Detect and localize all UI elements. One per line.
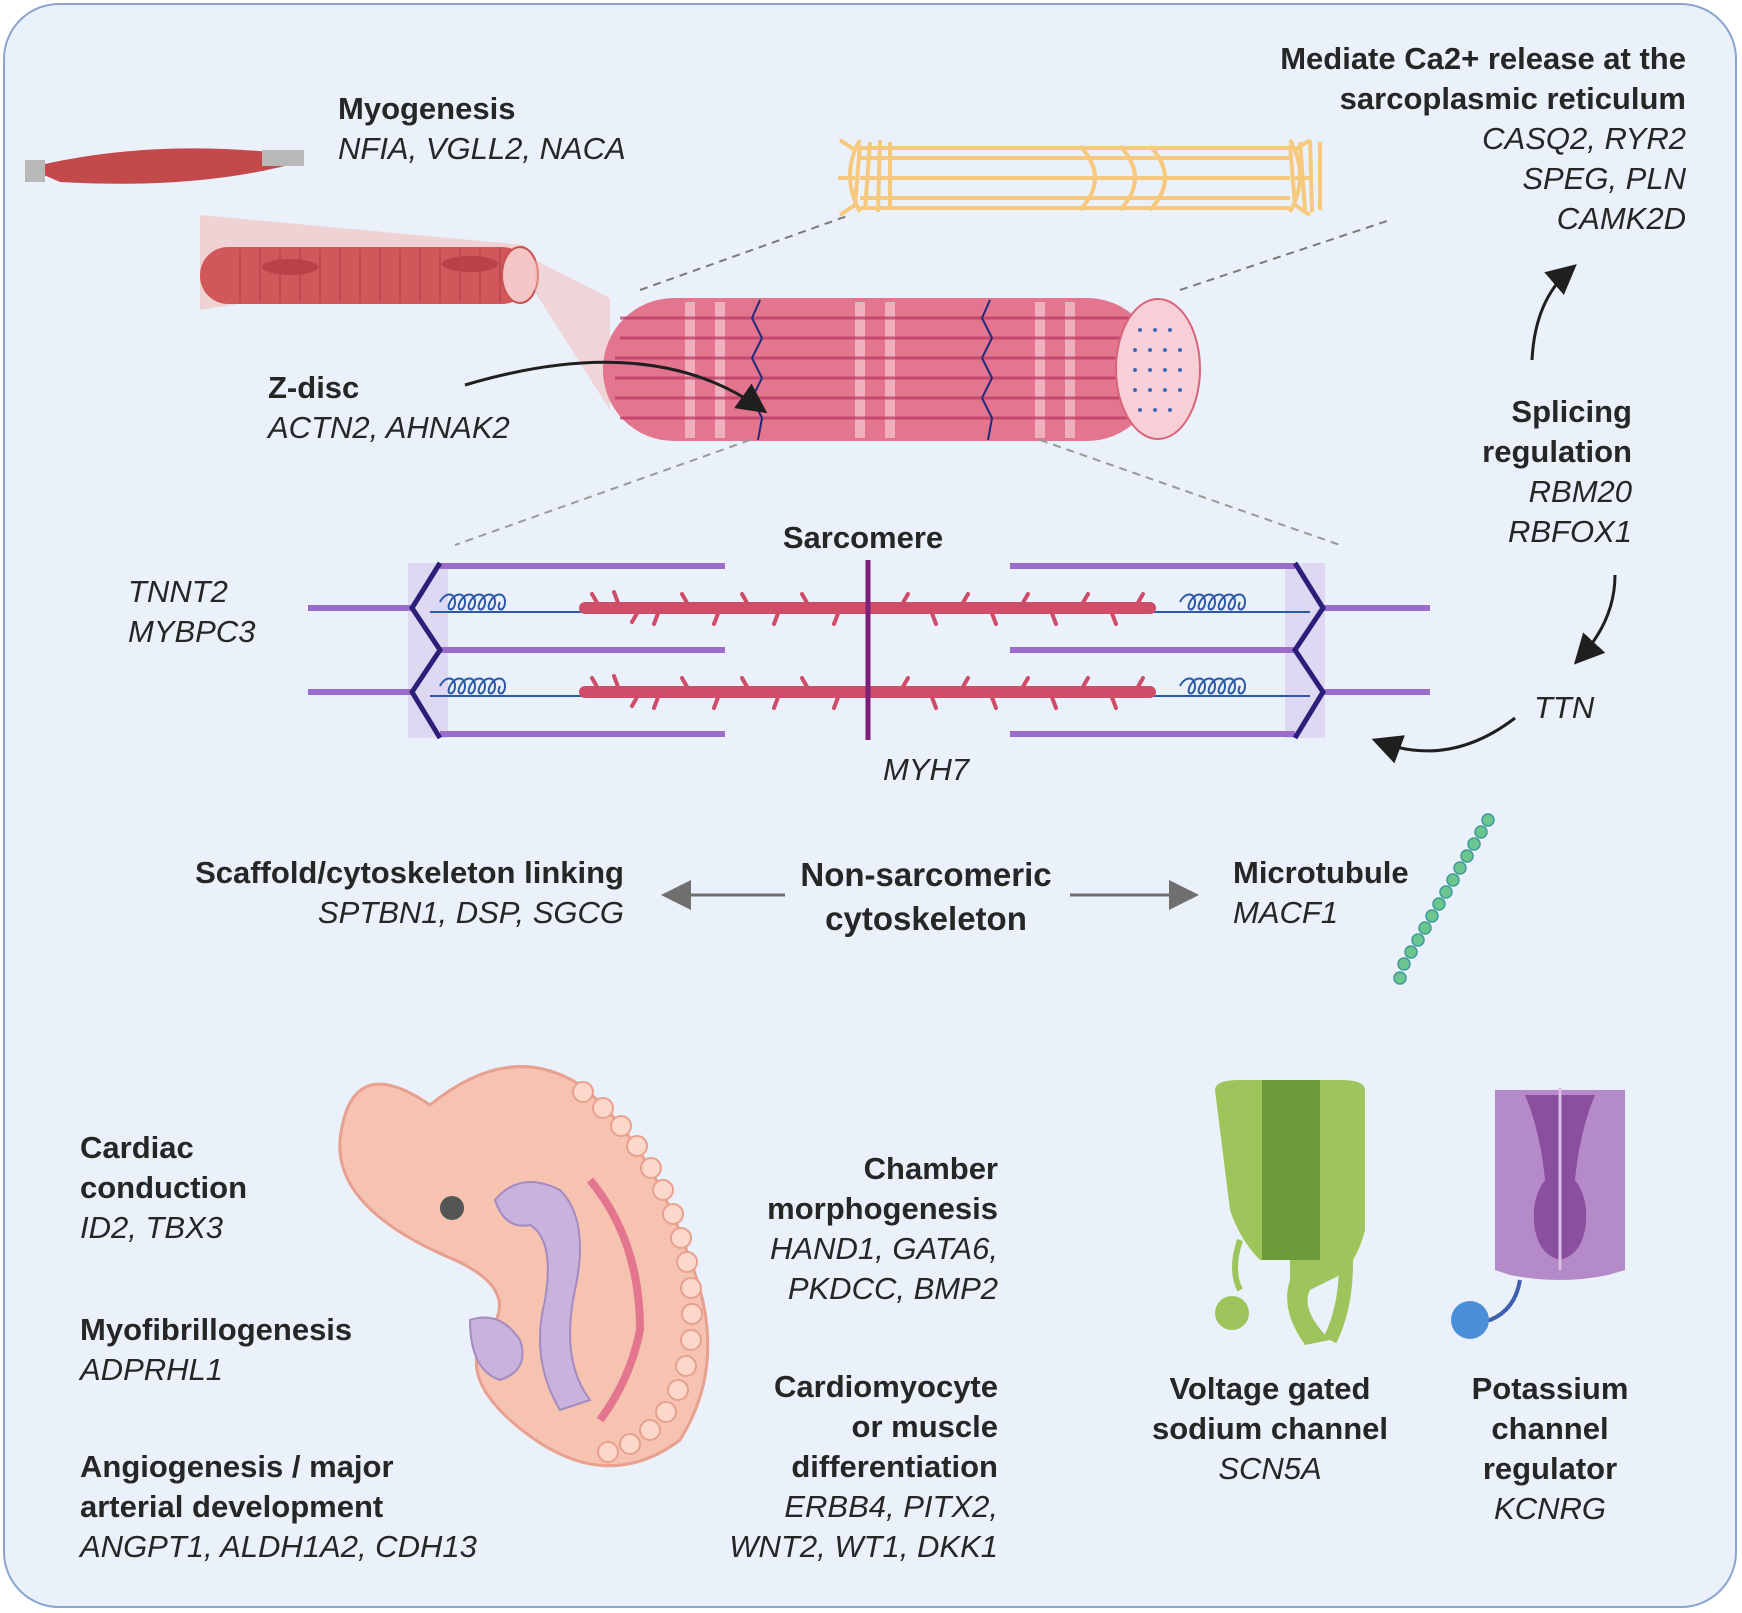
label-cardiac-conduction: Cardiac conduction ID2, TBX3 bbox=[80, 1128, 247, 1248]
sodium-channel-title: Voltage gated sodium channel bbox=[1152, 1371, 1388, 1446]
sarcoplasmic-reticulum-icon bbox=[838, 138, 1322, 217]
chamber-genes: HAND1, GATA6, PKDCC, BMP2 bbox=[770, 1231, 998, 1306]
label-myofibrillogenesis: Myofibrillogenesis ADPRHL1 bbox=[80, 1310, 352, 1390]
microtubule-title: Microtubule bbox=[1233, 855, 1409, 890]
potassium-channel-title: Potassium channel regulator bbox=[1471, 1371, 1629, 1486]
label-cardiomyocyte: Cardiomyocyte or muscle differentiation … bbox=[698, 1367, 998, 1567]
scaffold-genes: SPTBN1, DSP, SGCG bbox=[317, 895, 624, 930]
ca-release-genes: CASQ2, RYR2 SPEG, PLN CAMK2D bbox=[1482, 121, 1686, 236]
cardiac-conduction-genes: ID2, TBX3 bbox=[80, 1210, 223, 1245]
myh7-gene: MYH7 bbox=[883, 752, 970, 787]
embryo-icon bbox=[338, 1065, 710, 1468]
zdisc-title: Z-disc bbox=[268, 370, 360, 405]
label-myogenesis: Myogenesis NFIA, VGLL2, NACA bbox=[338, 89, 626, 169]
myofibril-icon bbox=[603, 298, 1201, 441]
potassium-channel-genes: KCNRG bbox=[1494, 1491, 1606, 1526]
label-sodium-channel: Voltage gated sodium channel SCN5A bbox=[1120, 1369, 1420, 1489]
label-ttn: TTN bbox=[1534, 688, 1594, 728]
angiogenesis-genes: ANGPT1, ALDH1A2, CDH13 bbox=[80, 1529, 477, 1564]
sarcomere-icon bbox=[308, 560, 1430, 740]
sodium-channel-icon bbox=[1215, 1080, 1365, 1345]
chamber-title: Chamber morphogenesis bbox=[767, 1151, 998, 1226]
label-sarcomere-genes: TNNT2 MYBPC3 bbox=[128, 572, 255, 652]
microtubule-genes: MACF1 bbox=[1233, 895, 1339, 930]
sarcomere-title: Sarcomere bbox=[782, 520, 944, 555]
myogenesis-genes: NFIA, VGLL2, NACA bbox=[338, 131, 626, 166]
splicing-title: Splicing regulation bbox=[1482, 394, 1632, 469]
myofibrillogenesis-title: Myofibrillogenesis bbox=[80, 1312, 353, 1347]
cardiomyocyte-genes: ERBB4, PITX2, WNT2, WT1, DKK1 bbox=[729, 1489, 998, 1564]
nonsarcomeric-title: Non-sarcomeric cytoskeleton bbox=[800, 856, 1052, 937]
potassium-channel-icon bbox=[1451, 1088, 1625, 1339]
muscle-fiber-icon bbox=[200, 246, 610, 410]
sodium-channel-genes: SCN5A bbox=[1218, 1451, 1322, 1486]
label-scaffold: Scaffold/cytoskeleton linking SPTBN1, DS… bbox=[104, 853, 624, 933]
ttn-gene: TTN bbox=[1534, 690, 1595, 725]
label-chamber: Chamber morphogenesis HAND1, GATA6, PKDC… bbox=[698, 1149, 998, 1309]
sarcomere-genes: TNNT2 MYBPC3 bbox=[128, 574, 256, 649]
zdisc-genes: ACTN2, AHNAK2 bbox=[268, 410, 510, 445]
microtubule-icon bbox=[1393, 813, 1495, 985]
scaffold-title: Scaffold/cytoskeleton linking bbox=[195, 855, 624, 890]
label-ca-release: Mediate Ca2+ release at the sarcoplasmic… bbox=[1166, 39, 1686, 239]
cardiomyocyte-title: Cardiomyocyte or muscle differentiation bbox=[774, 1369, 998, 1484]
splicing-genes: RBM20 RBFOX1 bbox=[1507, 474, 1632, 549]
label-splicing: Splicing regulation RBM20 RBFOX1 bbox=[1392, 392, 1632, 552]
angiogenesis-title: Angiogenesis / major arterial developmen… bbox=[80, 1449, 394, 1524]
myofibrillogenesis-genes: ADPRHL1 bbox=[80, 1352, 223, 1387]
label-microtubule: Microtubule MACF1 bbox=[1233, 853, 1409, 933]
label-nonsarcomeric: Non-sarcomeric cytoskeleton bbox=[776, 853, 1076, 941]
label-myh7: MYH7 bbox=[883, 750, 969, 790]
label-sarcomere: Sarcomere bbox=[743, 518, 983, 558]
label-angiogenesis: Angiogenesis / major arterial developmen… bbox=[80, 1447, 477, 1567]
cardiac-conduction-title: Cardiac conduction bbox=[80, 1130, 248, 1205]
label-zdisc: Z-disc ACTN2, AHNAK2 bbox=[268, 368, 510, 448]
ca-release-title: Mediate Ca2+ release at the sarcoplasmic… bbox=[1280, 41, 1686, 116]
myogenesis-title: Myogenesis bbox=[338, 91, 516, 126]
label-potassium-channel: Potassium channel regulator KCNRG bbox=[1430, 1369, 1670, 1529]
